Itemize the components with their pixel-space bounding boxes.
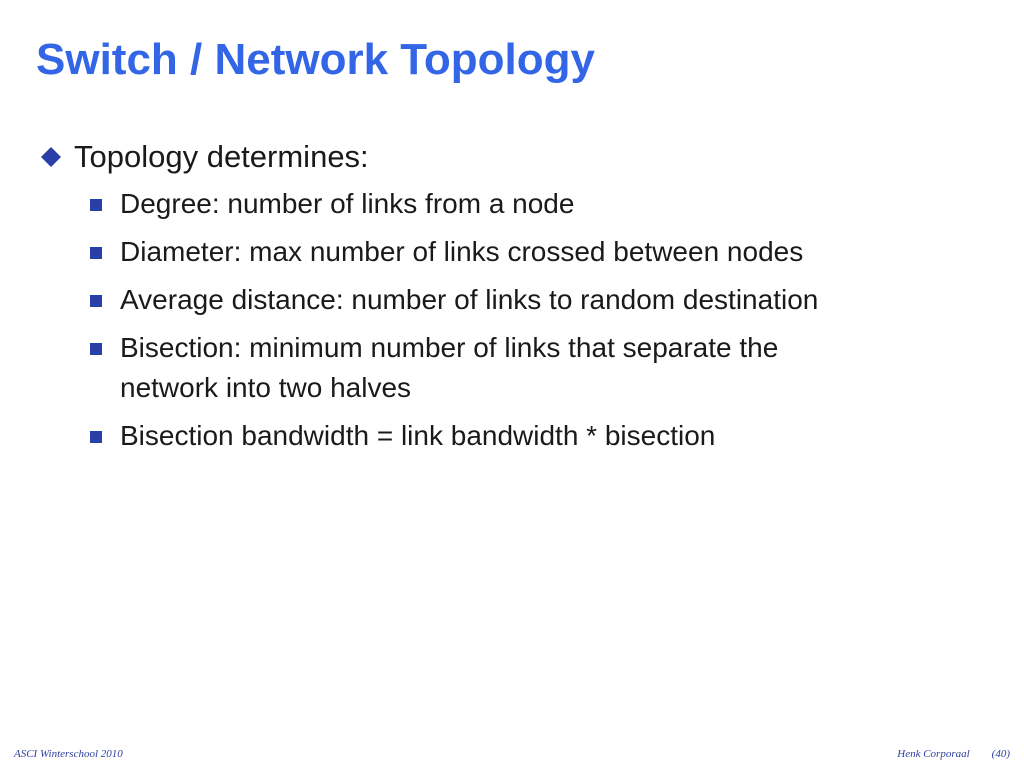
sub-bullet-item: Bisection bandwidth = link bandwidth * b… [90, 416, 998, 456]
sub-bullet-item: Diameter: max number of links crossed be… [90, 232, 998, 272]
sub-bullet-text: Bisection bandwidth = link bandwidth * b… [120, 420, 716, 451]
footer-right: Henk Corporaal (40) [897, 748, 1010, 760]
square-bullet-icon [90, 295, 102, 307]
sub-bullet-item: Degree: number of links from a node [90, 184, 998, 224]
square-bullet-icon [90, 247, 102, 259]
sub-bullet-text: Degree: number of links from a node [120, 188, 575, 219]
square-bullet-icon [90, 199, 102, 211]
main-bullet-text: Topology determines: [74, 139, 369, 174]
slide-title: Switch / Network Topology [36, 35, 595, 84]
footer-author: Henk Corporaal [897, 748, 970, 760]
sub-bullet-item: Average distance: number of links to ran… [90, 280, 998, 320]
sub-bullet-list: Degree: number of links from a node Diam… [38, 184, 998, 456]
square-bullet-icon [90, 343, 102, 355]
sub-bullet-text: Average distance: number of links to ran… [120, 284, 819, 315]
sub-bullet-item: Bisection: minimum number of links that … [90, 328, 998, 408]
sub-bullet-text: Diameter: max number of links crossed be… [120, 236, 804, 267]
sub-bullet-text: Bisection: minimum number of links that … [120, 332, 779, 403]
slide-content: Topology determines: Degree: number of l… [38, 134, 998, 456]
diamond-bullet-icon [38, 144, 64, 170]
footer-page-number: (40) [991, 748, 1010, 760]
square-bullet-icon [90, 431, 102, 443]
main-bullet: Topology determines: [38, 134, 998, 180]
footer-event: ASCI Winterschool 2010 [14, 748, 123, 760]
